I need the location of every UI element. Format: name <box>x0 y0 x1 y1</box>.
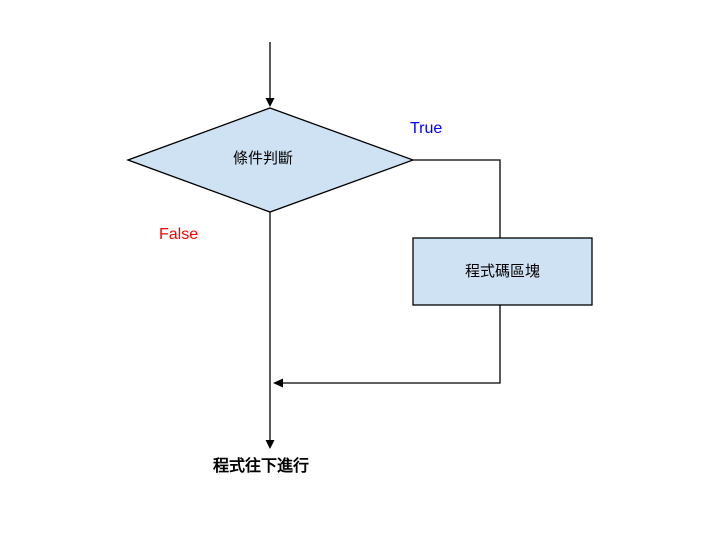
true-branch-label: True <box>410 120 443 137</box>
process-rect <box>412 237 593 306</box>
loopback-arrowhead-icon <box>273 378 283 388</box>
entry-arrowhead-icon <box>265 98 275 107</box>
end-label: 程式往下進行 <box>213 458 310 475</box>
decision-label: 條件判斷 <box>232 150 293 167</box>
loopback-line <box>283 305 501 384</box>
process-label: 程式碼區塊 <box>464 263 540 280</box>
false-branch-label: False <box>159 226 199 243</box>
exit-arrowhead-icon <box>265 440 275 449</box>
true-branch-line <box>413 159 501 238</box>
